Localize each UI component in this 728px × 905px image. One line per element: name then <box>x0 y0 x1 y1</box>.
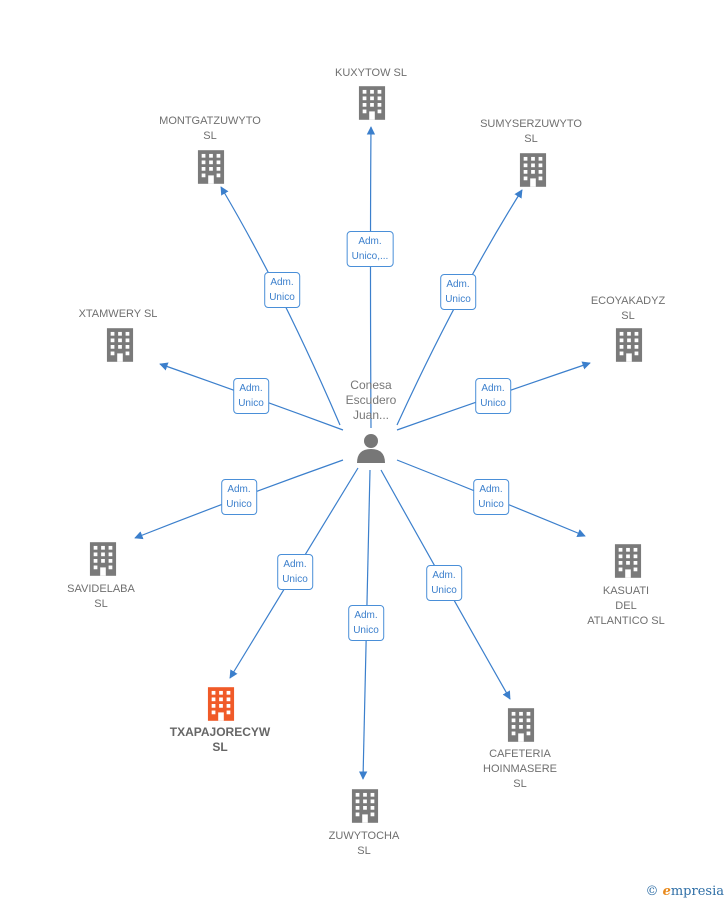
building-icon-sumyserzuwyto[interactable] <box>519 153 547 187</box>
company-label-kuxytow[interactable]: KUXYTOW SL <box>335 67 407 79</box>
role-badge-zuwytocha[interactable]: Adm. Unico <box>348 605 384 641</box>
role-badge-montgatzuwyto[interactable]: Adm. Unico <box>264 272 300 308</box>
company-label-cafeteria[interactable]: CAFETERIA HOINMASERE SL <box>483 748 557 790</box>
building-icon-xtamwery[interactable] <box>106 328 134 362</box>
copyright-icon: © <box>645 884 659 899</box>
person-icon[interactable] <box>357 434 385 463</box>
role-badge-kasuati[interactable]: Adm. Unico <box>473 479 509 515</box>
company-label-zuwytocha[interactable]: ZUWYTOCHA SL <box>328 830 400 857</box>
building-icon-ecoyakadyz[interactable] <box>615 328 643 362</box>
role-badge-sumyserzuwyto[interactable]: Adm. Unico <box>440 274 476 310</box>
company-label-kasuati[interactable]: KASUATI DEL ATLANTICO SL <box>587 585 665 627</box>
company-label-montgatzuwyto[interactable]: MONTGATZUWYTO SL <box>159 115 261 142</box>
brand-initial: e <box>662 884 671 899</box>
building-icon-cafeteria[interactable] <box>507 708 535 742</box>
brand-text: mpresia <box>670 884 724 899</box>
company-label-savidelaba[interactable]: SAVIDELABA SL <box>67 583 135 610</box>
building-icon-kasuati[interactable] <box>614 544 642 578</box>
company-label-xtamwery[interactable]: XTAMWERY SL <box>78 308 158 320</box>
empresia-logo: © empresia <box>645 884 724 899</box>
role-badge-ecoyakadyz[interactable]: Adm. Unico <box>475 378 511 414</box>
company-label-txapajorecyw[interactable]: TXAPAJORECYW SL <box>169 725 271 754</box>
person-name-label[interactable]: Conesa Escudero Juan... <box>345 378 397 422</box>
role-badge-kuxytow[interactable]: Adm. Unico,... <box>346 231 394 267</box>
building-icon-zuwytocha[interactable] <box>351 789 379 823</box>
role-badge-savidelaba[interactable]: Adm. Unico <box>221 479 257 515</box>
role-badge-txapajorecyw[interactable]: Adm. Unico <box>277 554 313 590</box>
role-badge-xtamwery[interactable]: Adm. Unico <box>233 378 269 414</box>
building-icon-txapajorecyw[interactable] <box>207 687 235 721</box>
company-label-sumyserzuwyto[interactable]: SUMYSERZUWYTO SL <box>480 118 582 145</box>
building-icon-kuxytow[interactable] <box>358 86 386 120</box>
building-icon-savidelaba[interactable] <box>89 542 117 576</box>
building-icon-montgatzuwyto[interactable] <box>197 150 225 184</box>
company-label-ecoyakadyz[interactable]: ECOYAKADYZ SL <box>590 295 666 322</box>
role-badge-cafeteria[interactable]: Adm. Unico <box>426 565 462 601</box>
